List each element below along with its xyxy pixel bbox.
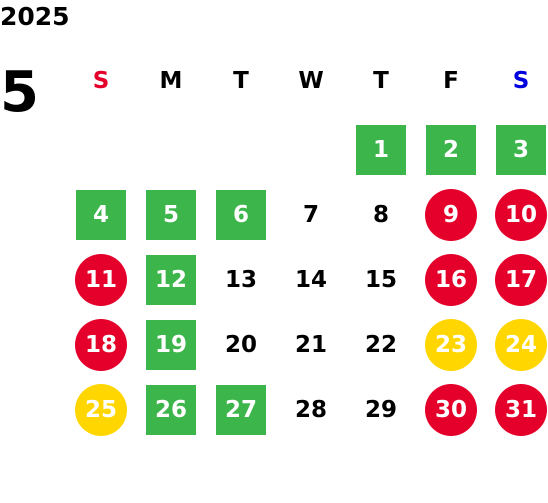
day-number: 23 xyxy=(434,331,467,358)
day-marker-green xyxy=(426,125,476,175)
day-number: 24 xyxy=(504,331,537,358)
day-cell[interactable]: 11 xyxy=(75,254,127,306)
day-cell[interactable]: 7 xyxy=(285,189,337,241)
day-marker-red xyxy=(425,189,477,241)
day-marker-red xyxy=(495,189,547,241)
day-marker-red xyxy=(75,254,127,306)
day-cell[interactable]: 5 xyxy=(145,189,197,241)
day-number: 6 xyxy=(232,201,249,228)
day-number: 1 xyxy=(372,136,389,163)
day-number: 5 xyxy=(162,201,179,228)
day-cell[interactable]: 1 xyxy=(355,124,407,176)
day-marker-yellow xyxy=(75,384,127,436)
day-marker-yellow xyxy=(495,319,547,371)
weekday-header: M xyxy=(159,68,183,94)
day-cell[interactable]: 4 xyxy=(75,189,127,241)
day-number: 16 xyxy=(434,266,467,293)
year-label: 2025 xyxy=(0,2,70,31)
weekday-header: S xyxy=(92,68,110,94)
day-cell[interactable]: 29 xyxy=(355,384,407,436)
day-cell[interactable]: 26 xyxy=(145,384,197,436)
day-number: 9 xyxy=(442,201,459,228)
day-marker-red xyxy=(495,384,547,436)
day-number: 30 xyxy=(434,396,467,423)
month-label: 5 xyxy=(0,60,39,125)
day-cell[interactable]: 18 xyxy=(75,319,127,371)
day-number: 22 xyxy=(364,331,397,358)
day-number: 15 xyxy=(364,266,397,293)
day-marker-green xyxy=(146,255,196,305)
day-number: 20 xyxy=(224,331,257,358)
day-number: 7 xyxy=(302,201,319,228)
day-number: 4 xyxy=(92,201,109,228)
day-number: 2 xyxy=(442,136,459,163)
day-cell[interactable]: 16 xyxy=(425,254,477,306)
day-cell[interactable]: 2 xyxy=(425,124,477,176)
day-cell[interactable]: 27 xyxy=(215,384,267,436)
day-number: 10 xyxy=(504,201,537,228)
day-cell[interactable]: 10 xyxy=(495,189,547,241)
day-number: 14 xyxy=(294,266,327,293)
day-number: 18 xyxy=(84,331,117,358)
weekday-header: W xyxy=(298,68,324,94)
day-cell[interactable]: 28 xyxy=(285,384,337,436)
day-cell[interactable]: 25 xyxy=(75,384,127,436)
weekday-header: S xyxy=(512,68,530,94)
day-cell[interactable]: 13 xyxy=(215,254,267,306)
day-marker-green xyxy=(356,125,406,175)
day-number: 25 xyxy=(84,396,117,423)
day-cell[interactable]: 3 xyxy=(495,124,547,176)
weekday-header: T xyxy=(373,68,389,94)
day-cell[interactable]: 22 xyxy=(355,319,407,371)
day-marker-green xyxy=(146,190,196,240)
day-marker-yellow xyxy=(425,319,477,371)
day-cell[interactable]: 19 xyxy=(145,319,197,371)
day-number: 8 xyxy=(372,201,389,228)
day-cell[interactable]: 15 xyxy=(355,254,407,306)
day-cell[interactable]: 24 xyxy=(495,319,547,371)
day-marker-green xyxy=(216,385,266,435)
day-number: 21 xyxy=(294,331,327,358)
day-marker-red xyxy=(425,254,477,306)
day-number: 27 xyxy=(224,396,257,423)
day-cell[interactable]: 17 xyxy=(495,254,547,306)
day-cell[interactable]: 23 xyxy=(425,319,477,371)
day-marker-green xyxy=(216,190,266,240)
day-cell[interactable]: 20 xyxy=(215,319,267,371)
weekday-header: T xyxy=(233,68,249,94)
day-number: 12 xyxy=(154,266,187,293)
day-cell[interactable]: 6 xyxy=(215,189,267,241)
day-marker-red xyxy=(75,319,127,371)
day-cell[interactable]: 8 xyxy=(355,189,407,241)
day-number: 17 xyxy=(504,266,537,293)
weekday-header: F xyxy=(443,68,459,94)
day-marker-green xyxy=(146,385,196,435)
day-marker-red xyxy=(425,384,477,436)
day-cell[interactable]: 9 xyxy=(425,189,477,241)
day-cell[interactable]: 31 xyxy=(495,384,547,436)
day-cell[interactable]: 12 xyxy=(145,254,197,306)
day-marker-red xyxy=(495,254,547,306)
day-cell[interactable]: 14 xyxy=(285,254,337,306)
day-number: 19 xyxy=(154,331,187,358)
day-number: 29 xyxy=(364,396,397,423)
day-number: 13 xyxy=(224,266,257,293)
day-cell[interactable]: 21 xyxy=(285,319,337,371)
day-marker-green xyxy=(146,320,196,370)
day-cell[interactable]: 30 xyxy=(425,384,477,436)
day-number: 11 xyxy=(84,266,117,293)
day-number: 28 xyxy=(294,396,327,423)
day-number: 26 xyxy=(154,396,187,423)
day-number: 3 xyxy=(512,136,529,163)
day-marker-green xyxy=(496,125,546,175)
day-number: 31 xyxy=(504,396,537,423)
day-marker-green xyxy=(76,190,126,240)
